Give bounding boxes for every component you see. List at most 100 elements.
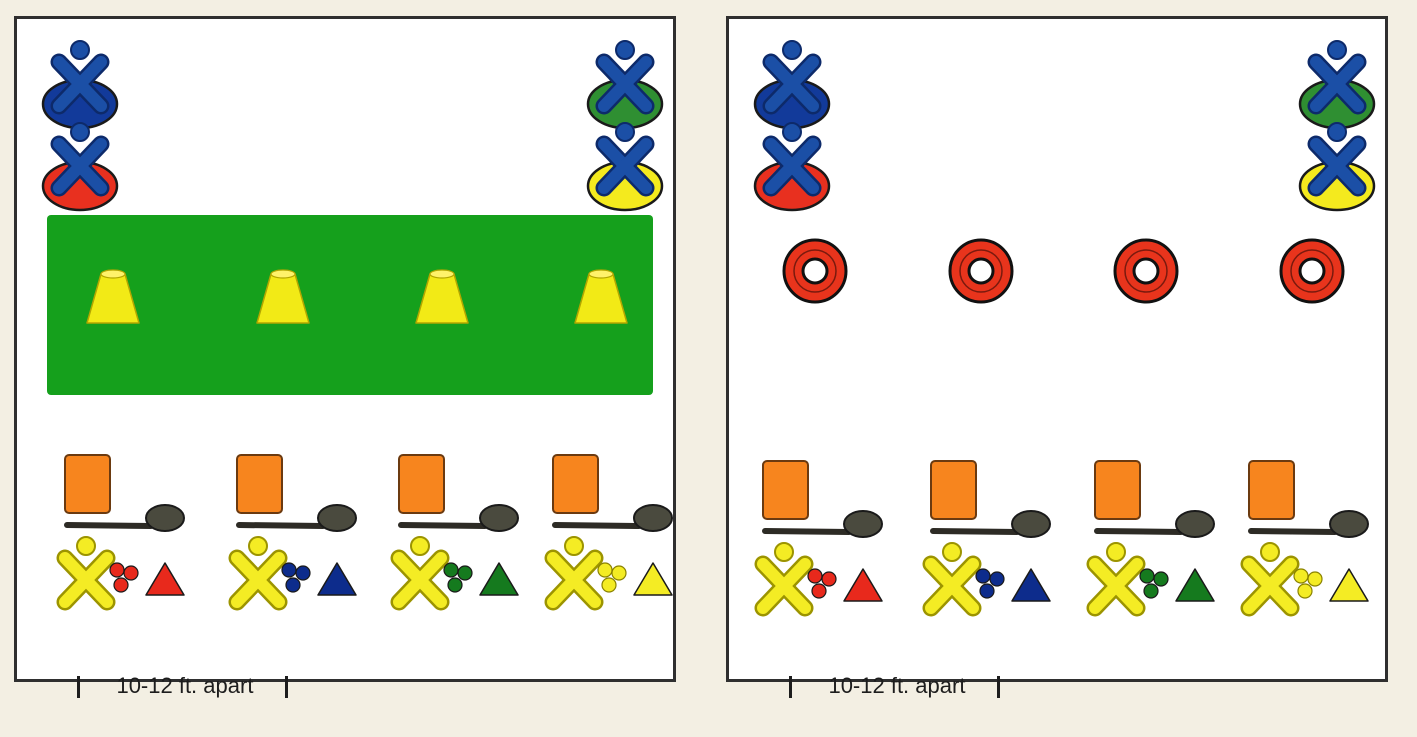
partner-top-left: [753, 40, 831, 130]
ball-icon: [447, 577, 463, 593]
x-figure-head: [615, 122, 635, 142]
ring-hole: [967, 257, 995, 285]
cone-top: [429, 269, 455, 279]
x-figure-head: [248, 536, 268, 556]
ring-groove: [1290, 249, 1334, 293]
green-mat: [47, 215, 653, 395]
triangle-marker-icon: [145, 562, 185, 596]
ball-icon: [807, 568, 823, 584]
player-figure-icon: [390, 536, 450, 611]
ring-target-icon: [1279, 238, 1345, 304]
caption-left: 10-12 ft. apart: [53, 635, 289, 699]
ring-target-icon: [948, 238, 1014, 304]
partner-figure-icon: [595, 122, 655, 197]
ball-icon: [597, 562, 613, 578]
triangle-marker-icon: [479, 562, 519, 596]
ball-icon: [1293, 568, 1309, 584]
x-figure-head: [782, 40, 802, 60]
caption-text: 10-12 ft. apart: [828, 673, 966, 698]
caption-text: 10-12 ft. apart: [116, 673, 254, 698]
x-figure-limb: [393, 552, 447, 608]
x-figure-limb: [1310, 138, 1364, 194]
right-diagram: [753, 40, 1376, 617]
ring-hole: [1132, 257, 1160, 285]
x-figure-head: [942, 542, 962, 562]
ring-hole: [801, 257, 829, 285]
ball-icon: [285, 577, 301, 593]
partner-top-left: [41, 40, 119, 130]
ball-icon: [979, 583, 995, 599]
club-shaft: [236, 522, 326, 529]
x-figure-limb: [765, 138, 819, 194]
orange-card-icon: [552, 454, 599, 514]
club-head: [479, 504, 519, 532]
x-figure-head: [1327, 122, 1347, 142]
orange-card-icon: [1248, 460, 1295, 520]
x-figure-head: [564, 536, 584, 556]
station-3: [390, 454, 519, 611]
x-figure-limb: [53, 56, 107, 112]
cone-icon: [256, 269, 310, 324]
cone-top: [270, 269, 296, 279]
caption-bar-left: [789, 676, 793, 699]
x-figure-head: [70, 122, 90, 142]
x-figure-limb: [1310, 56, 1364, 112]
partner-top-right: [586, 40, 664, 130]
partner-figure-icon: [1307, 40, 1367, 115]
x-figure-limb: [757, 558, 811, 614]
orange-card-icon: [930, 460, 977, 520]
club-shaft: [1248, 528, 1338, 535]
ring-groove: [793, 249, 837, 293]
ball-icon: [821, 571, 837, 587]
orange-card-icon: [236, 454, 283, 514]
cone-icon: [415, 269, 469, 324]
ball-icon: [109, 562, 125, 578]
caption-right: 10-12 ft. apart: [765, 635, 1001, 699]
cone-top: [588, 269, 614, 279]
caption-bar-left: [77, 676, 81, 699]
club-head: [145, 504, 185, 532]
ball-icon: [1143, 583, 1159, 599]
club-head: [317, 504, 357, 532]
cone-top: [100, 269, 126, 279]
triangle-marker-icon: [1175, 568, 1215, 602]
partner-figure-icon: [595, 40, 655, 115]
ball-icon: [1297, 583, 1313, 599]
ball-icon: [811, 583, 827, 599]
club-shaft: [930, 528, 1020, 535]
club-head: [843, 510, 883, 538]
ring-groove: [1124, 249, 1168, 293]
ring-target-icon: [1113, 238, 1179, 304]
ball-icon: [123, 565, 139, 581]
triangle-marker-icon: [1011, 568, 1051, 602]
x-figure-head: [70, 40, 90, 60]
orange-card-icon: [64, 454, 111, 514]
x-figure-limb: [231, 552, 285, 608]
partner-bottom-left: [41, 122, 119, 212]
partner-bottom-left: [753, 122, 831, 212]
player-figure-icon: [544, 536, 604, 611]
x-figure-head: [76, 536, 96, 556]
cone-icon: [86, 269, 140, 324]
partner-bottom-right: [586, 122, 664, 212]
club-head: [633, 504, 673, 532]
x-figure-limb: [1089, 558, 1143, 614]
partner-figure-icon: [50, 122, 110, 197]
triangle-marker-icon: [843, 568, 883, 602]
ball-icon: [975, 568, 991, 584]
x-figure-limb: [547, 552, 601, 608]
x-figure-head: [410, 536, 430, 556]
x-figure-limb: [765, 56, 819, 112]
x-figure-head: [774, 542, 794, 562]
caption-bar-right: [285, 676, 289, 699]
ball-icon: [989, 571, 1005, 587]
ball-icon: [601, 577, 617, 593]
partner-figure-icon: [1307, 122, 1367, 197]
x-figure-limb: [1243, 558, 1297, 614]
club-head: [1011, 510, 1051, 538]
orange-card-icon: [762, 460, 809, 520]
x-figure-head: [1106, 542, 1126, 562]
x-figure-limb: [925, 558, 979, 614]
partner-top-right: [1298, 40, 1376, 130]
ball-icon: [1307, 571, 1323, 587]
